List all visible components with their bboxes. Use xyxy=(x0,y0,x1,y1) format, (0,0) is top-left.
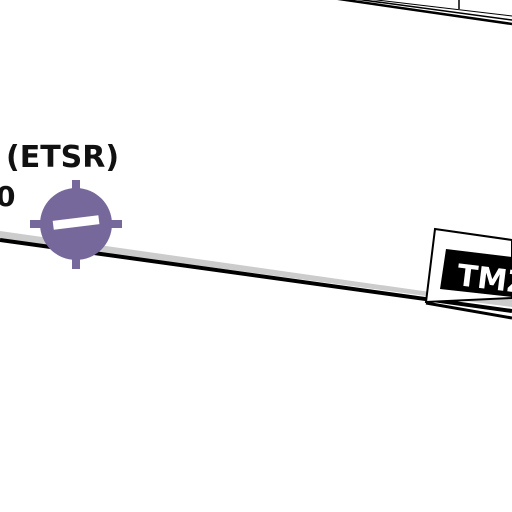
boundary-band xyxy=(0,231,512,307)
airport-code-label: (ETSR) xyxy=(6,140,119,175)
top-right-structure xyxy=(337,0,512,26)
tmz-label-box xyxy=(440,249,512,297)
airport-elevation-fragment: 0 xyxy=(0,180,15,213)
airport-symbol-icon xyxy=(30,180,122,269)
boundary-line-lower xyxy=(425,301,512,320)
